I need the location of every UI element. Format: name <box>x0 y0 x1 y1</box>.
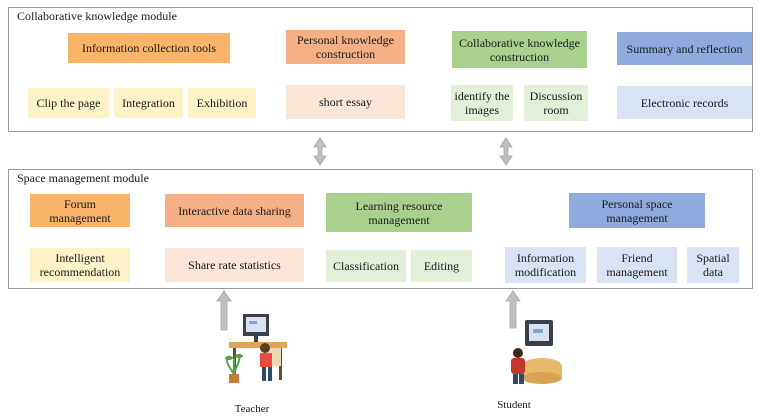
clip-page-box: Clip the page <box>28 88 109 118</box>
module-link-arrow-left <box>313 137 327 166</box>
teacher-up-arrow <box>216 290 232 331</box>
teacher-label: Teacher <box>234 403 270 415</box>
integration-box: Integration <box>114 88 183 118</box>
discussion-room-box: Discussion room <box>524 85 588 121</box>
spatial-data-box: Spatial data <box>687 247 739 283</box>
interactive-data-sharing-box: Interactive data sharing <box>165 194 304 227</box>
forum-management-box: Forum management <box>30 194 130 227</box>
editing-box: Editing <box>411 250 472 282</box>
student-label: Student <box>497 399 531 411</box>
summary-reflection-box: Summary and reflection <box>617 32 752 65</box>
identify-images-box: identify the images <box>451 85 513 121</box>
classification-box: Classification <box>326 250 406 282</box>
collaborative-knowledge-construction-box: Collaborative knowledge construction <box>452 31 587 68</box>
student-illustration <box>511 320 562 384</box>
learning-resource-management-box: Learning resource management <box>326 193 472 232</box>
collaborative-module-title: Collaborative knowledge module <box>17 9 177 23</box>
teacher-illustration <box>225 314 287 383</box>
personal-knowledge-construction-box: Personal knowledge construction <box>286 30 405 64</box>
personal-space-management-box: Personal space management <box>569 193 705 228</box>
electronic-records-box: Electronic records <box>617 86 752 119</box>
info-collection-tools-box: Information collection tools <box>68 33 230 63</box>
student-up-arrow <box>505 290 521 329</box>
module-link-arrow-right <box>499 137 513 166</box>
share-rate-statistics-box: Share rate statistics <box>165 248 304 282</box>
intelligent-recommendation-box: Intelligent recommendation <box>30 248 130 282</box>
friend-management-box: Friend management <box>597 247 677 283</box>
exhibition-box: Exhibition <box>188 88 256 118</box>
space-module-title: Space management module <box>17 171 149 185</box>
information-modification-box: Information modification <box>505 247 586 283</box>
short-essay-box: short essay <box>286 85 405 119</box>
